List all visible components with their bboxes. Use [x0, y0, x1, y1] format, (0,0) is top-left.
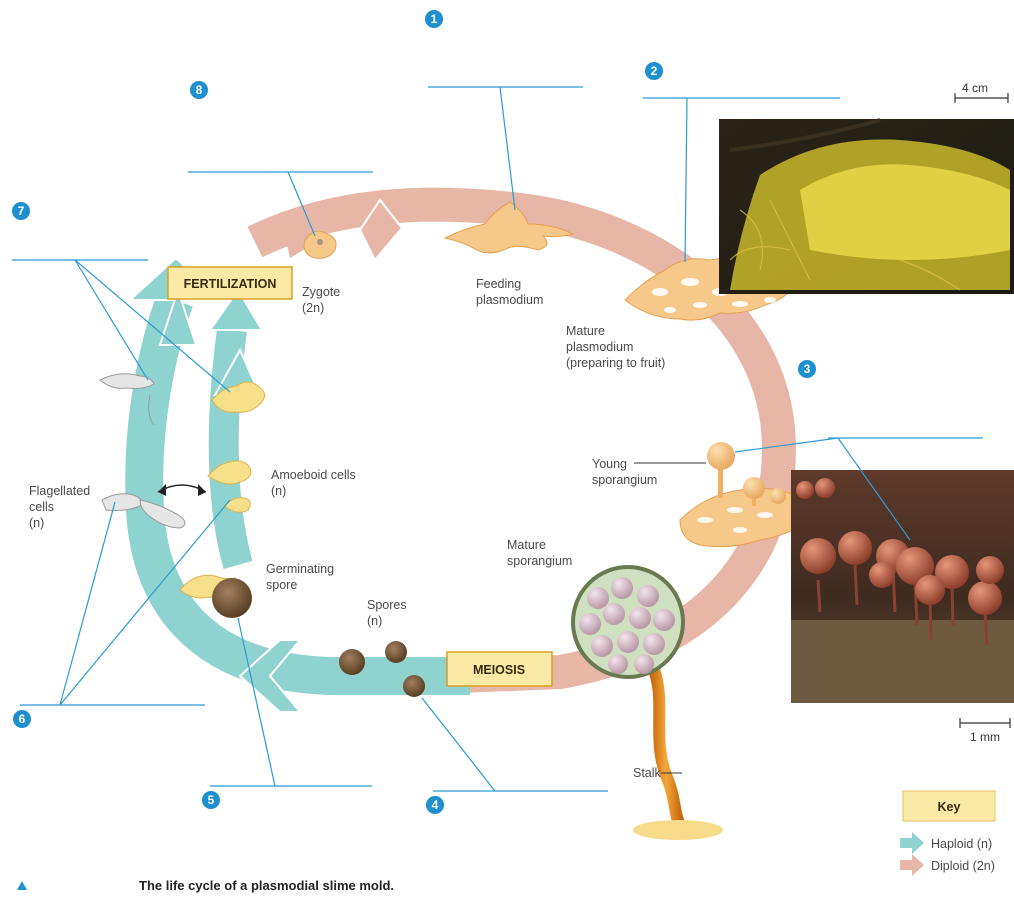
- step-badge-5: 5: [202, 791, 220, 809]
- scale-bar-4cm: 4 cm: [955, 81, 1008, 103]
- flagellated-label-3: (n): [29, 516, 44, 530]
- step-number-8: 8: [196, 83, 203, 97]
- plasmodium-photo: [719, 119, 1014, 294]
- stalk-label: Stalk: [633, 766, 662, 780]
- young-sporangium-label-2: sporangium: [592, 473, 657, 487]
- meiosis-label: MEIOSIS: [473, 663, 525, 677]
- caption-triangle-icon: [17, 881, 27, 890]
- mature-plasmodium-label-1: Mature: [566, 324, 605, 338]
- step-number-2: 2: [651, 64, 658, 78]
- feeding-label-2: plasmodium: [476, 293, 543, 307]
- step-number-7: 7: [18, 204, 25, 218]
- zygote-cell: [304, 231, 336, 258]
- feeding-label-1: Feeding: [476, 277, 521, 291]
- spores-label-1: Spores: [367, 598, 407, 612]
- step-badge-7: 7: [12, 202, 30, 220]
- mature-sporangium-label-1: Mature: [507, 538, 546, 552]
- fertilization-label: FERTILIZATION: [184, 277, 277, 291]
- step-number-6: 6: [19, 712, 26, 726]
- sporangia-photo: [791, 470, 1014, 703]
- scale-bar-1mm: 1 mm: [960, 718, 1010, 744]
- zygote-ploidy: (2n): [302, 301, 324, 315]
- mature-plasmodium-label-3: (preparing to fruit): [566, 356, 665, 370]
- germinating-label-1: Germinating: [266, 562, 334, 576]
- cell-transition-arrow: [158, 484, 206, 496]
- legend-title: Key: [938, 800, 961, 814]
- germinating-label-2: spore: [266, 578, 297, 592]
- mature-plasmodium-label-2: plasmodium: [566, 340, 633, 354]
- step-number-4: 4: [432, 798, 439, 812]
- zygote-label: Zygote: [302, 285, 340, 299]
- step-badge-4: 4: [426, 796, 444, 814]
- young-sporangium-label-1: Young: [592, 457, 627, 471]
- step-number-3: 3: [804, 362, 811, 376]
- mature-sporangium-label-2: sporangium: [507, 554, 572, 568]
- flagellated-label-1: Flagellated: [29, 484, 90, 498]
- step-badge-6: 6: [13, 710, 31, 728]
- amoeboid-label-2: (n): [271, 484, 286, 498]
- step-badge-8: 8: [190, 81, 208, 99]
- fertilization-box: FERTILIZATION: [168, 267, 292, 299]
- scale-label-bottom: 1 mm: [970, 730, 1000, 744]
- scale-label-top: 4 cm: [962, 81, 988, 95]
- figure-caption: The life cycle of a plasmodial slime mol…: [139, 878, 394, 893]
- flagellated-label-2: cells: [29, 500, 54, 514]
- legend-diploid: Diploid (2n): [931, 859, 995, 873]
- amoeboid-label-1: Amoeboid cells: [271, 468, 356, 482]
- legend-haploid: Haploid (n): [931, 837, 992, 851]
- legend: Key Haploid (n) Diploid (2n): [900, 791, 995, 876]
- meiosis-box: MEIOSIS: [447, 652, 552, 686]
- step-badge-3: 3: [798, 360, 816, 378]
- spores-label-2: (n): [367, 614, 382, 628]
- step-badge-1: 1: [425, 10, 443, 28]
- step-number-1: 1: [431, 12, 438, 26]
- step-badge-2: 2: [645, 62, 663, 80]
- step-number-5: 5: [208, 793, 215, 807]
